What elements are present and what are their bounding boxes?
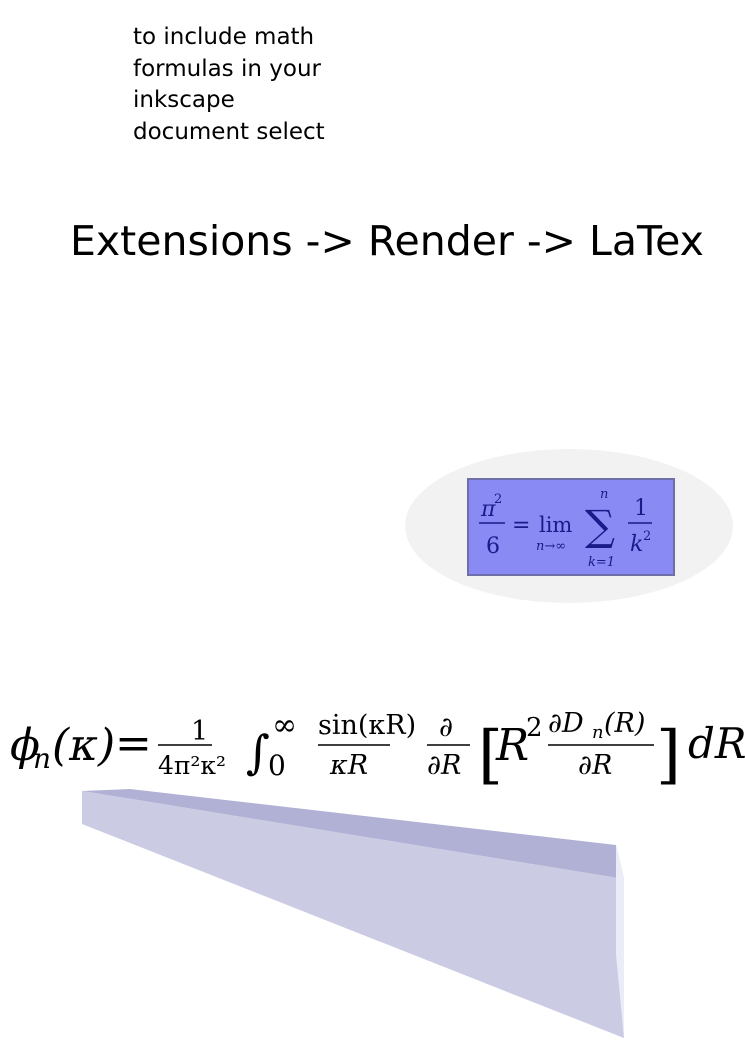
prism-shape[interactable] — [82, 789, 624, 1038]
menu-path-text: Extensions -> Render -> LaTex — [70, 217, 704, 265]
frac1-numerator: 1 — [191, 716, 208, 747]
sum-upper-limit: n — [600, 487, 608, 502]
frac4-numerator-sub: n — [592, 722, 604, 743]
prism-end-face — [616, 845, 624, 1038]
phi-symbol: ϕ — [10, 720, 40, 771]
left-bracket: [ — [478, 718, 503, 792]
small-equals: = — [512, 513, 530, 538]
pi-exponent: 2 — [494, 492, 502, 507]
lim-operator: lim — [539, 513, 572, 537]
intro-line-4: document select — [133, 118, 325, 145]
r-exponent: 2 — [526, 713, 543, 743]
small-formula-group[interactable]: π 2 6 = lim n→∞ n ∑ k=1 1 k 2 — [405, 449, 733, 603]
intro-line-1: to include math — [133, 24, 315, 50]
integral-symbol: ∫ — [246, 725, 270, 779]
r-squared: R — [495, 720, 529, 771]
phi-subscript: n — [33, 742, 51, 775]
frac1-denominator: 4π²κ² — [158, 751, 226, 780]
lim-subscript: n→∞ — [536, 539, 566, 554]
kappa-argument: (κ) — [52, 720, 115, 771]
dr-differential: dR — [688, 719, 745, 768]
frac4-denominator: ∂R — [578, 750, 612, 781]
formula-box[interactable] — [467, 478, 675, 576]
intro-line-3: inkscape — [133, 87, 235, 113]
pi-squared: π — [480, 497, 496, 522]
integral-lower: 0 — [268, 749, 286, 782]
frac3-numerator: ∂ — [439, 712, 453, 743]
k-denominator: k — [630, 532, 643, 557]
k-exponent: 2 — [643, 529, 651, 544]
intro-text: to include math formulas in your inkscap… — [133, 22, 373, 148]
six-denominator: 6 — [486, 534, 500, 559]
large-formula[interactable]: ϕ n (κ) = 1 4π²κ² ∫ ∞ 0 sin(κR) κR ∂ ∂R … — [10, 708, 745, 792]
frac3-denominator: ∂R — [427, 750, 461, 781]
right-bracket: ] — [656, 718, 681, 792]
prism-top-face — [82, 789, 624, 879]
small-formula: π 2 6 = lim n→∞ n ∑ k=1 1 k 2 — [479, 487, 652, 570]
prism-front-face — [82, 791, 624, 1038]
sum-lower-limit: k=1 — [588, 555, 615, 570]
frac2-numerator: sin(κR) — [318, 710, 416, 741]
large-equals: = — [115, 718, 152, 769]
one-numerator: 1 — [634, 496, 648, 521]
frac4-numerator: ∂D — [548, 708, 584, 739]
sigma-symbol: ∑ — [585, 501, 615, 550]
frac4-numerator-tail: (R) — [604, 708, 645, 739]
integral-upper: ∞ — [272, 708, 297, 743]
frac2-denominator: κR — [329, 750, 368, 781]
intro-line-2: formulas in your — [133, 55, 321, 82]
